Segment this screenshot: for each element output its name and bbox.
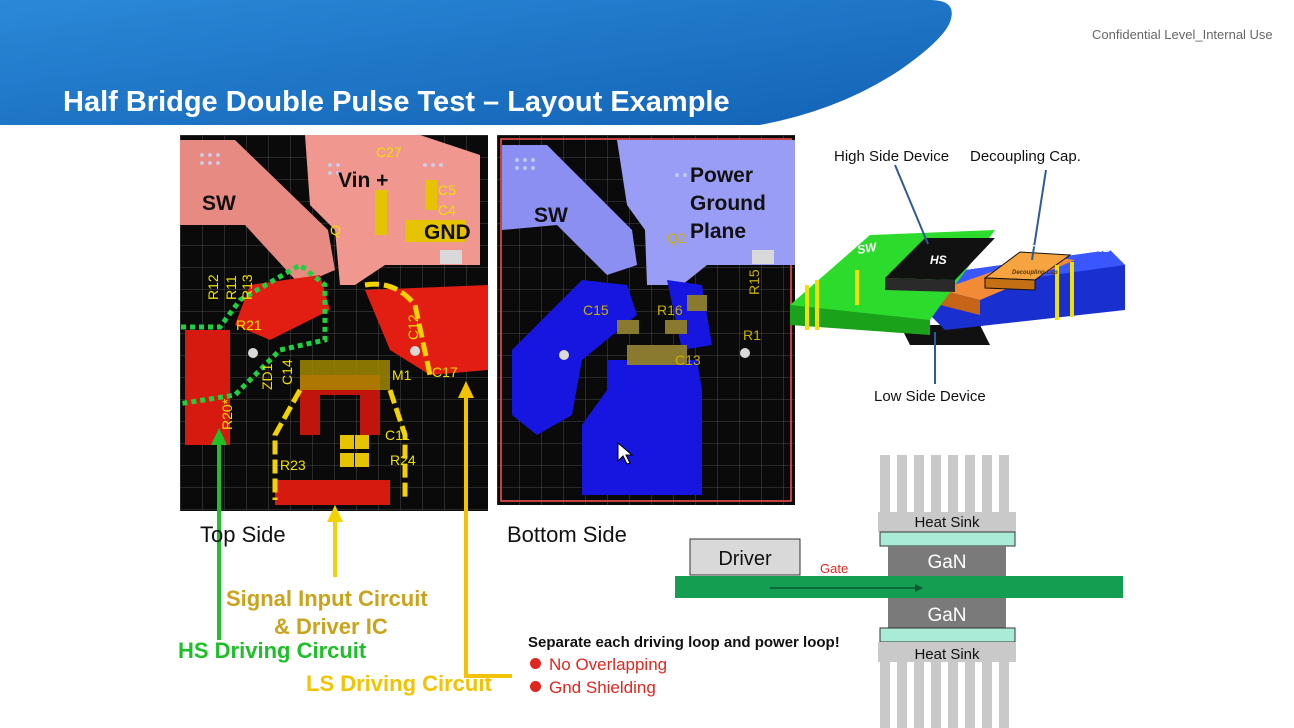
bullet-dot-icon	[530, 681, 541, 692]
high-side-device-label: High Side Device	[834, 148, 950, 165]
confidentiality-label: Confidential Level_Internal Use	[1092, 27, 1273, 42]
svg-text:C11: C11	[385, 427, 410, 443]
signal-input-label: Signal Input Circuit	[226, 586, 428, 611]
svg-text:C13: C13	[675, 352, 701, 368]
top-gnd-label: GND	[424, 221, 471, 244]
gan-top-label: GaN	[927, 552, 966, 573]
note-bullet-gnd-shield: Gnd Shielding	[530, 678, 656, 698]
svg-text:R21: R21	[236, 317, 262, 333]
hs-driving-label: HS Driving Circuit	[178, 638, 367, 663]
svg-text:Q: Q	[330, 222, 341, 238]
note-bullet-no-overlap: No Overlapping	[530, 655, 667, 675]
page-title: Half Bridge Double Pulse Test – Layout E…	[63, 86, 730, 118]
stack-3d-diagram: SW HS Vin+ Decoupling Cap GND	[790, 164, 1125, 384]
note-bullet-text: Gnd Shielding	[549, 678, 656, 697]
heat-sink-bottom-label: Heat Sink	[914, 646, 980, 663]
stack-hs-label: HS	[930, 253, 947, 267]
top-side-label: Top Side	[200, 522, 286, 547]
svg-text:R23: R23	[280, 457, 306, 473]
bullet-dot-icon	[530, 658, 541, 669]
mouse-cursor-icon	[617, 441, 634, 465]
svg-text:C4: C4	[438, 202, 456, 218]
svg-text:R13: R13	[239, 274, 255, 300]
stack-sw-label: SW	[856, 240, 879, 257]
svg-text:M1: M1	[392, 367, 412, 383]
bottom-ground-label: Ground	[690, 192, 766, 215]
svg-text:R1: R1	[743, 327, 761, 343]
top-side-pcb-image: C27 C5 C4 Q R12 R11 R13 R21 C12 C14 ZD1 …	[180, 135, 488, 511]
svg-text:R12: R12	[205, 274, 221, 300]
svg-text:C17: C17	[432, 364, 458, 380]
svg-text:R16: R16	[657, 302, 683, 318]
bottom-side-pcb-image: Q2 C15 R16 C13 R1 R15 SW Power Ground Pl…	[497, 135, 795, 505]
svg-text:C27: C27	[376, 144, 402, 160]
top-sw-label: SW	[202, 192, 236, 215]
bottom-sw-label: SW	[534, 204, 568, 227]
svg-text:R11: R11	[223, 275, 239, 300]
notes-title: Separate each driving loop and power loo…	[528, 634, 840, 651]
gate-label: Gate	[820, 561, 848, 576]
svg-text:Q2: Q2	[667, 230, 686, 246]
svg-text:C14: C14	[279, 359, 295, 385]
stack-gnd-label: GND	[1085, 241, 1112, 255]
svg-text:C15: C15	[583, 302, 609, 318]
top-vin-label: Vin +	[338, 169, 388, 192]
header-banner	[0, 0, 952, 125]
svg-text:R20*: R20*	[219, 398, 235, 430]
svg-text:C12: C12	[405, 314, 421, 340]
svg-text:R15: R15	[746, 269, 762, 295]
driver-label: Driver	[718, 548, 772, 570]
driver-ic-label: & Driver IC	[274, 614, 388, 639]
decoupling-cap-label: Decoupling Cap.	[970, 148, 1081, 165]
stack-vin-label: Vin+	[1010, 239, 1035, 253]
svg-text:R24: R24	[390, 452, 416, 468]
heat-sink-top-label: Heat Sink	[914, 514, 980, 531]
svg-text:ZD1: ZD1	[259, 363, 275, 390]
gan-bottom-label: GaN	[927, 605, 966, 626]
svg-text:C5: C5	[438, 182, 456, 198]
note-bullet-text: No Overlapping	[549, 655, 668, 674]
bottom-power-label: Power	[690, 164, 753, 187]
stack-cap-label: Decoupling Cap	[1012, 270, 1058, 276]
cross-section-diagram: Heat Sink GaN Driver Gate GaN Heat Sink	[675, 455, 1123, 728]
bottom-side-label: Bottom Side	[507, 522, 627, 547]
bottom-plane-label: Plane	[690, 220, 746, 243]
low-side-device-label: Low Side Device	[874, 388, 986, 405]
ls-driving-label: LS Driving Circuit	[306, 671, 492, 696]
